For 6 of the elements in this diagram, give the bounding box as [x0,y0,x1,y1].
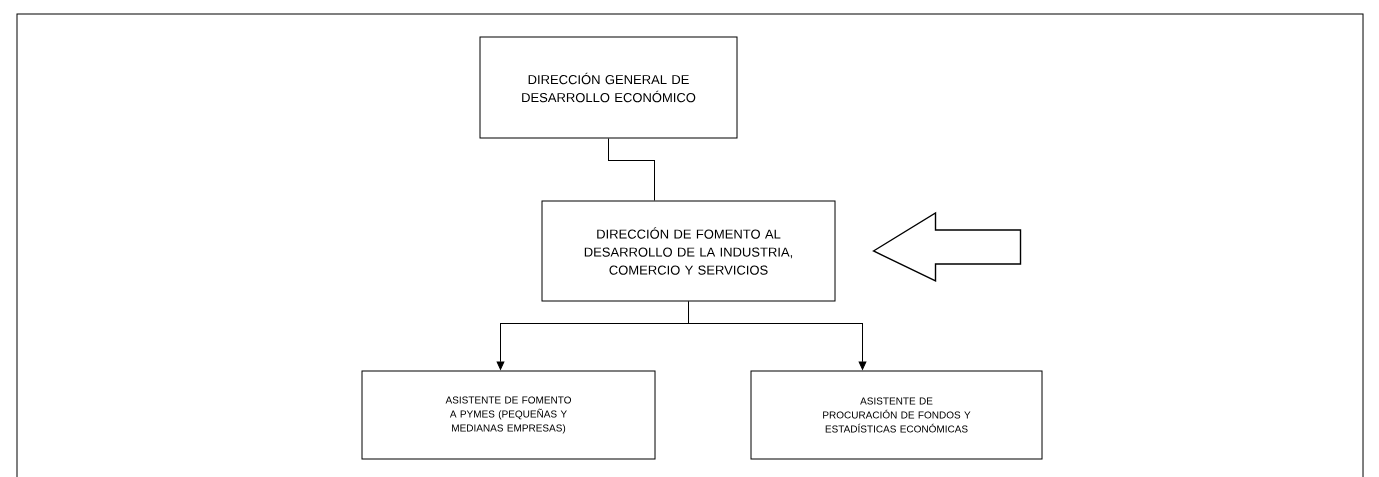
arrow [688,301,867,370]
org-box: DIRECCIÓN DE FOMENTO AL DESARROLLO DE LA INDUSTRIA, COMERCIO Y SERVICIOS [541,200,836,302]
org-box: ASISTENTE DE PROCURACIÓN DE FONDOS Y ESTADÍSTICAS ECONÓMICAS [750,370,1043,460]
org-box: DIRECCIÓN GENERAL DE DESARROLLO ECONÓMICO [479,36,738,139]
org-box: ASISTENTE DE FOMENTO A PYMES (PEQUEÑAS Y MEDIANAS EMPRESAS) [361,370,656,460]
connector-line [608,138,655,201]
